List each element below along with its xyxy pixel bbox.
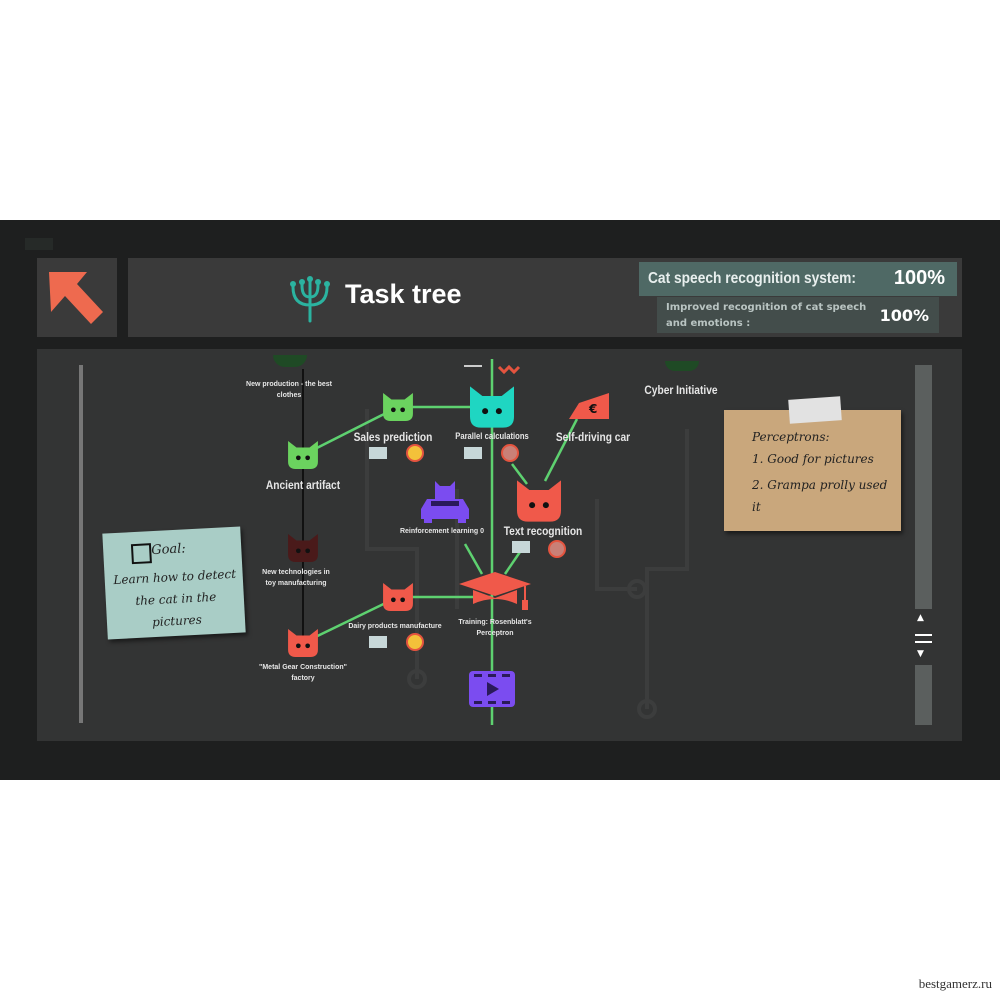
self-driving-car-flag-node[interactable]: € xyxy=(569,393,609,421)
perceptron-note-title: Perceptrons: xyxy=(752,430,830,444)
medal-icon xyxy=(406,444,424,462)
new-production-node[interactable] xyxy=(273,355,307,367)
scrollbar-track-top[interactable] xyxy=(915,365,932,609)
subgoal-value: 100% xyxy=(879,306,929,325)
subgoal-progress: Improved recognition of cat speech and e… xyxy=(657,297,939,333)
medal-icon xyxy=(406,633,424,651)
scroll-up-button[interactable]: ▲ xyxy=(917,613,924,623)
metal-gear-label: "Metal Gear Construction" factory xyxy=(259,664,347,682)
tape xyxy=(788,396,842,424)
ancient-artifact-label: Ancient artifact xyxy=(265,478,341,492)
perceptron-note-item2: 2. Grampa prolly used it xyxy=(752,478,888,514)
parallel-calculations-cat-node[interactable] xyxy=(470,386,514,428)
tree-icon xyxy=(290,276,330,323)
goal-note: Goal: Learn how to detect the cat in the… xyxy=(102,526,246,640)
arrow-up-left-icon xyxy=(49,272,103,324)
svg-text:€: € xyxy=(588,402,597,416)
bg-hud-money xyxy=(25,238,53,250)
medal-icon xyxy=(501,444,519,462)
zoom-slider[interactable] xyxy=(79,365,83,723)
sales-prediction-label: Sales prediction xyxy=(353,430,433,444)
training-label: Training: Rosenblatt's Perceptron xyxy=(458,619,532,637)
goal-value: 100% xyxy=(893,267,945,289)
envelope-icon[interactable] xyxy=(369,447,387,459)
perceptron-note: Perceptrons: 1. Good for pictures 2. Gra… xyxy=(724,396,901,531)
tree-connections xyxy=(302,359,689,725)
scrollbar-track-bottom[interactable] xyxy=(915,665,932,725)
metal-gear-cat-node[interactable] xyxy=(288,629,318,657)
goal-note-title: Goal: xyxy=(150,541,187,559)
self-driving-car-label: Self-driving car xyxy=(555,430,631,444)
new-technologies-label: New technologies in toy manufacturing xyxy=(262,569,330,587)
envelope-icon[interactable] xyxy=(464,447,482,459)
text-recognition-cat-node[interactable] xyxy=(517,480,561,522)
cyber-initiative-label: Cyber Initiative xyxy=(644,383,718,397)
perceptron-note-item1: 1. Good for pictures xyxy=(752,452,874,466)
goal-label: Cat speech recognition system: xyxy=(648,270,856,287)
dairy-products-label: Dairy products manufacture xyxy=(348,623,442,630)
new-technologies-cat-node[interactable] xyxy=(288,534,318,562)
back-button[interactable] xyxy=(37,258,117,337)
medal-icon xyxy=(548,540,566,558)
goal-progress: Cat speech recognition system: 100% xyxy=(639,262,957,296)
envelope-icon[interactable] xyxy=(369,636,387,648)
reinforcement-learning-label: Reinforcement learning 0 xyxy=(399,528,485,535)
graduation-cap-icon[interactable] xyxy=(459,572,531,612)
goal-note-text: Learn how to detect the cat in the pictu… xyxy=(113,566,237,630)
cyber-initiative-node[interactable] xyxy=(665,361,699,371)
ancient-artifact-cat-node[interactable] xyxy=(288,441,318,469)
text-recognition-label: Text recognition xyxy=(503,524,583,538)
watermark: bestgamerz.ru xyxy=(918,976,992,991)
checkbox-icon xyxy=(130,543,152,565)
sales-prediction-cat-node[interactable] xyxy=(383,393,413,421)
envelope-icon[interactable] xyxy=(512,541,530,553)
parallel-calculations-label: Parallel calculations xyxy=(455,431,529,441)
page-title: Task tree xyxy=(345,279,462,309)
dairy-products-cat-node[interactable] xyxy=(383,583,413,611)
subgoal-label: Improved recognition of cat speech and e… xyxy=(666,302,867,329)
reinforcement-learning-car-node[interactable] xyxy=(421,479,469,523)
scroll-down-button[interactable]: ▼ xyxy=(917,649,924,659)
scrollbar-thumb[interactable] xyxy=(915,634,932,643)
video-node-icon[interactable] xyxy=(469,671,515,707)
new-production-label: New production - the best clothes xyxy=(246,381,332,399)
